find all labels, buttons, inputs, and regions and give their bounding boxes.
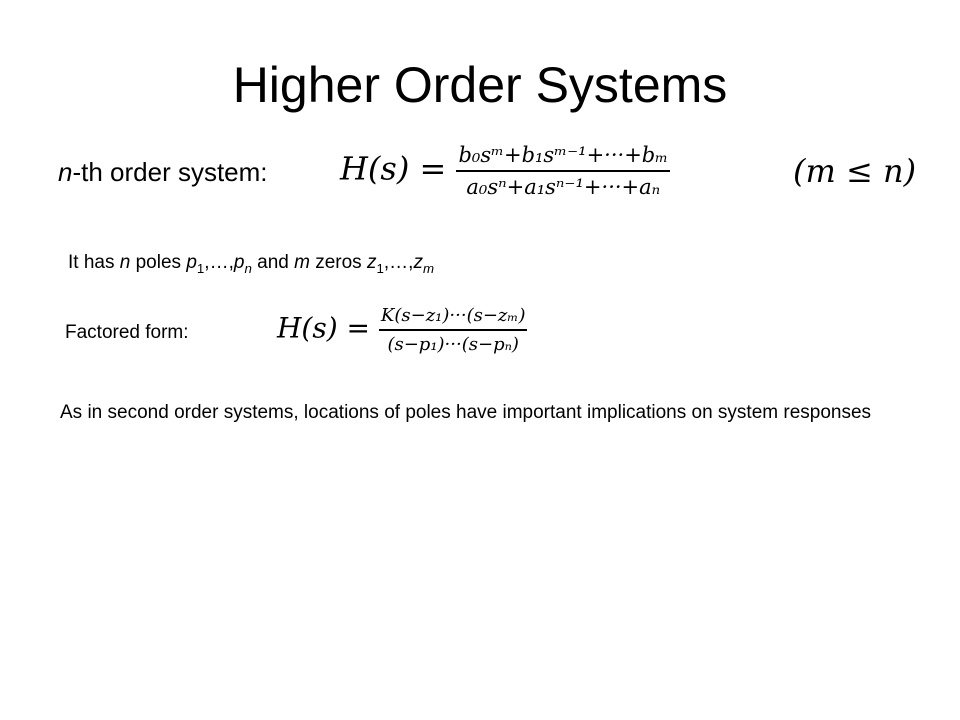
order-condition: (m ≤ n) [793,152,917,190]
poles-text-part: and [251,252,295,273]
implications-text: As in second order systems, locations of… [60,402,872,423]
factored-fraction: K(s−z₁)···(s−zₘ) (s−p₁)···(s−pₙ) [378,305,528,355]
nth-order-label-text: -th order system: [72,157,268,187]
ellipsis-separator: ,…, [383,252,414,273]
transfer-function-lhs: H(s) = [340,149,447,188]
pole-subscript: 1 [196,260,205,276]
poles-text-part: It has [68,252,120,273]
poles-zeros-statement: It has n poles p1,…,pn and m zeros z1,…,… [68,252,435,276]
factored-numerator: K(s−z₁)···(s−zₘ) [378,305,528,331]
slide-title: Higher Order Systems [232,57,728,113]
n-variable: n [58,157,73,187]
transfer-function-equation: H(s) = b₀sᵐ+b₁sᵐ⁻¹+···+bₘ a₀sⁿ+a₁sⁿ⁻¹+··… [340,143,671,199]
zero-subscript: m [422,260,435,276]
zero-variable: z [366,252,377,273]
ellipsis-separator: ,…, [204,252,234,273]
factored-denominator: (s−p₁)···(s−pₙ) [387,334,519,355]
factored-lhs: H(s) = [277,311,370,345]
transfer-function-denominator: a₀sⁿ+a₁sⁿ⁻¹+···+aₙ [466,175,661,199]
zero-subscript: 1 [376,260,384,276]
transfer-function-fraction: b₀sᵐ+b₁sᵐ⁻¹+···+bₘ a₀sⁿ+a₁sⁿ⁻¹+···+aₙ [456,143,671,199]
pole-subscript: n [244,260,252,276]
pole-variable: p [186,252,197,273]
factored-form-label: Factored form: [65,322,189,343]
zero-variable: z [413,252,423,273]
poles-text-part: poles [130,252,187,273]
m-variable: m [294,252,310,273]
transfer-function-numerator: b₀sᵐ+b₁sᵐ⁻¹+···+bₘ [456,143,671,172]
n-variable: n [119,252,131,273]
pole-variable: p [233,252,245,273]
nth-order-label: n-th order system: [58,157,268,188]
poles-text-part: zeros [309,252,367,273]
factored-form-equation: H(s) = K(s−z₁)···(s−zₘ) (s−p₁)···(s−pₙ) [277,305,528,355]
